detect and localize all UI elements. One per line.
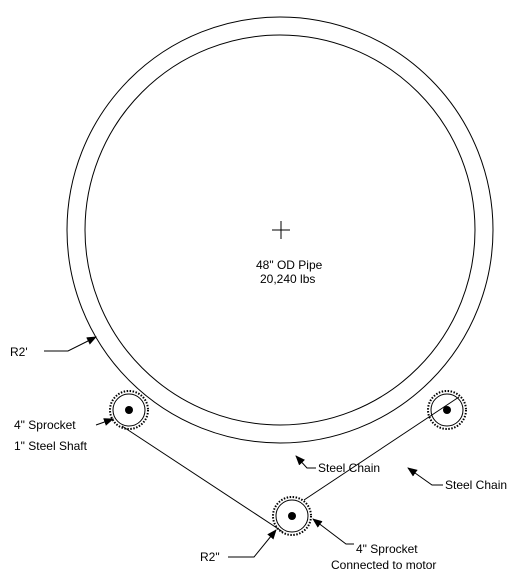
steel-chain <box>121 396 460 533</box>
label-steel-chain-2: Steel Chain <box>445 478 507 492</box>
sprocket-right <box>427 390 467 430</box>
pipe-outer-wall <box>66 16 494 444</box>
pipe <box>66 16 494 444</box>
label-r2-double: R2" <box>200 550 220 564</box>
leader-r2-double <box>228 529 277 558</box>
pipe-center-mark <box>272 221 290 239</box>
pipe-label: 48" OD Pipe <box>256 258 323 272</box>
chain-bottom-to-right <box>303 396 460 501</box>
sprocket-left <box>109 390 149 430</box>
pipe-inner-wall <box>84 34 476 426</box>
leader-left-sprocket <box>95 418 114 426</box>
leader-r2-prime <box>44 336 97 352</box>
leader-steel-chain-1 <box>295 455 316 469</box>
label-left-sprocket-shaft: 1" Steel Shaft <box>14 439 88 453</box>
label-r2-prime: R2' <box>10 345 28 359</box>
label-steel-chain-1: Steel Chain <box>318 461 380 475</box>
label-bottom-sprocket-size: 4" Sprocket <box>356 542 418 556</box>
label-bottom-sprocket-motor: Connected to motor <box>331 558 436 572</box>
label-left-sprocket-size: 4" Sprocket <box>14 418 76 432</box>
chain-left-to-bottom <box>121 425 284 533</box>
sprocket-bottom <box>272 496 312 536</box>
pipe-weight: 20,240 lbs <box>260 272 315 286</box>
leader-bottom-sprocket <box>312 518 354 545</box>
leader-steel-chain-2 <box>407 467 443 486</box>
